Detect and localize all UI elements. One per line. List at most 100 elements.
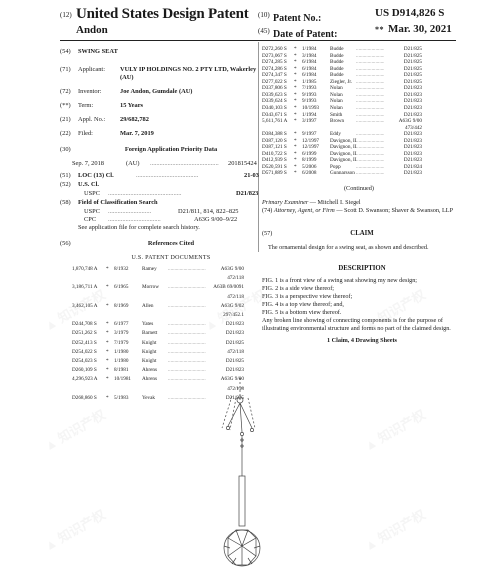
field-uspc-leader: ........................... [108, 208, 152, 215]
reference-class: D21/825 [403, 78, 422, 85]
description-block: DESCRIPTION FIG. 1 is a front view of a … [262, 265, 462, 345]
reference-star: * [294, 170, 297, 177]
reference-number: D520,591 S [262, 163, 287, 170]
us-patent-documents-heading: U.S. PATENT DOCUMENTS [131, 255, 211, 261]
attorney-line: (74) Attorney, Agent, or Firm — Scott D.… [262, 207, 454, 214]
code-21: (21) [60, 116, 71, 123]
description-line: FIG. 2 is a side view thereof; [262, 285, 334, 292]
reference-name: Popp [330, 163, 341, 170]
code-54: (54) [60, 48, 71, 55]
code-52: (52) [60, 181, 71, 188]
patent-number: US D914,826 S [375, 7, 445, 19]
reference-name: Davignon, II [330, 137, 357, 144]
reference-star: * [294, 118, 297, 125]
reference-number: D387,121 S [262, 144, 287, 151]
reference-class: D21/823 [403, 111, 422, 118]
examiner-block: Primary Examiner — Mitchell I. Siegel (7… [262, 199, 462, 215]
description-line: FIG. 1 is a front view of a swing seat s… [262, 277, 418, 284]
reference-name: Davignon, II [330, 144, 357, 151]
reference-leader: .................................... [356, 65, 384, 72]
reference-number: D340,103 S [262, 104, 287, 111]
reference-star: * [106, 367, 109, 374]
foreign-priority-heading: Foreign Application Priority Data [124, 146, 218, 153]
attorney-label: Attorney, Agent, or Firm [273, 207, 335, 214]
reference-leader: .................................... [168, 330, 206, 337]
sleeve [238, 475, 246, 527]
reference-number: D277,022 S [262, 78, 287, 85]
reference-star: * [294, 144, 297, 151]
clip-3 [250, 428, 254, 432]
continued-note: (Continued) [344, 185, 374, 192]
document-title: United States Design Patent [76, 6, 249, 22]
appl-label: Appl. No.: [78, 116, 106, 123]
description-line: Any broken line showing of connecting co… [262, 317, 451, 332]
reference-name: Nolan [330, 104, 343, 111]
reference-date: 10/1981 [114, 376, 132, 383]
reference-date: 7/1979 [114, 339, 129, 346]
reference-name: Yates [142, 321, 154, 328]
reference-number: D343,671 S [262, 111, 287, 118]
references-heading: References Cited [147, 240, 195, 247]
reference-star: * [294, 131, 297, 138]
foreign-leader: ........................................… [150, 160, 219, 167]
knot-2 [240, 444, 244, 448]
description-line: FIG. 3 is a perspective view thereof; [262, 293, 353, 300]
reference-class: D21/823 [225, 330, 244, 337]
reference-star: * [106, 376, 109, 383]
reference-name: Budde [330, 65, 344, 72]
reference-name: Ziegler, Jr. [330, 78, 353, 85]
reference-name: Budde [330, 59, 344, 66]
reference-leader: .................................... [168, 376, 206, 383]
reference-date: 6/1999 [302, 150, 317, 157]
reference-class: A63B 69/0091 [213, 284, 244, 291]
reference-number: D274,347 S [262, 72, 287, 79]
reference-name: Morrow [142, 284, 160, 291]
date-value-wrap: **Mar. 30, 2021 [375, 23, 452, 35]
design-title: SWING SEAT [78, 48, 118, 55]
reference-number: 3,186,711 A [72, 284, 98, 291]
reference-star: * [294, 98, 297, 105]
reference-date: 9/1997 [302, 131, 317, 138]
reference-date: 1/1980 [114, 358, 129, 364]
reference-class: A63G 9/02 [220, 302, 244, 309]
reference-leader: .................................... [168, 367, 206, 374]
reference-class: D21/825 [403, 65, 422, 72]
inventor-surname: Andon [76, 24, 108, 36]
reference-date: 3/1979 [114, 330, 129, 337]
code-22: (22) [60, 130, 71, 137]
reference-class: D21/823 [403, 91, 422, 98]
reference-name: Gunnarsson [330, 170, 355, 177]
reference-name: Knight [142, 339, 157, 346]
field-cpc-leader: ................................. [108, 216, 161, 223]
reference-leader: .................................... [356, 85, 384, 92]
reference-date: 8/1981 [114, 367, 129, 374]
reference-class-secondary: 472/118 [227, 293, 244, 300]
field-uspc-label: USPC [84, 208, 100, 215]
reference-leader: .................................... [168, 348, 206, 355]
reference-class-secondary: 473/442 [404, 124, 422, 131]
reference-number: 5,611,761 A [262, 118, 288, 125]
code-45: (45) [258, 27, 270, 35]
reference-leader: .................................... [168, 339, 206, 346]
field-cpc-label: CPC [84, 216, 97, 223]
description-lines: FIG. 1 is a front view of a swing seat s… [262, 277, 462, 333]
code-56: (56) [60, 240, 71, 247]
reference-leader: .................................... [168, 321, 206, 328]
reference-star: * [294, 150, 297, 157]
reference-star: * [106, 321, 109, 328]
inventor-label: Inventor: [78, 88, 102, 95]
code-71: (71) [60, 66, 71, 73]
claim-head-row: (57) CLAIM [262, 230, 462, 240]
field-uspc-value: D21/811, 814, 822–825 [178, 208, 239, 215]
rope-broken-lines [221, 395, 256, 431]
reference-star: * [294, 78, 297, 85]
